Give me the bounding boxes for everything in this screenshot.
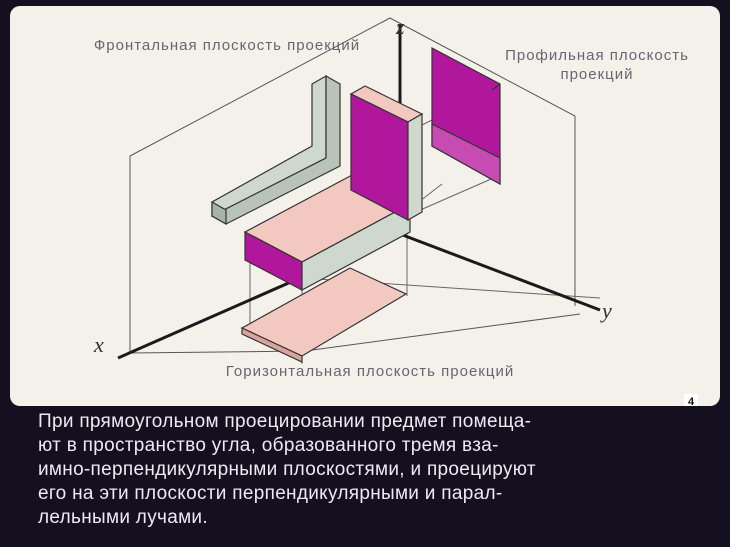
horizontal-projection	[240, 267, 408, 363]
frontal-plane-label: Фронтальная плоскость проекций	[93, 37, 361, 54]
y-axis	[399, 232, 601, 312]
frontal-projection	[210, 74, 341, 226]
profile-plane-label: Профильная плоскость проекций	[505, 47, 689, 83]
caption-line: При прямоугольном проецировании предмет …	[38, 411, 532, 432]
slide-number-badge: 4	[684, 394, 698, 406]
object-wall	[349, 85, 424, 222]
frontal-plane-outline	[129, 17, 576, 306]
horizontal-plane-outline	[304, 313, 581, 352]
horizontal-plane-label: Горизонтальная плоскость проекций	[225, 363, 515, 380]
x-axis-label: x	[94, 332, 104, 357]
caption-line: лельными лучами.	[38, 507, 208, 528]
caption: При прямоугольном проецировании предмет …	[38, 410, 708, 530]
diagram-svg	[117, 17, 601, 364]
profile-projection	[431, 47, 501, 186]
caption-line: ют в пространство угла, образованного тр…	[38, 435, 499, 456]
z-axis-label: z	[396, 14, 405, 39]
caption-line: его на эти плоскости перпендикулярными и…	[38, 483, 503, 504]
y-axis-label: y	[602, 298, 612, 323]
projection-diagram: Фронтальная плоскость проекций Профильна…	[10, 6, 720, 406]
caption-line: имно-перпендикулярными плоскостями, и пр…	[38, 459, 536, 480]
